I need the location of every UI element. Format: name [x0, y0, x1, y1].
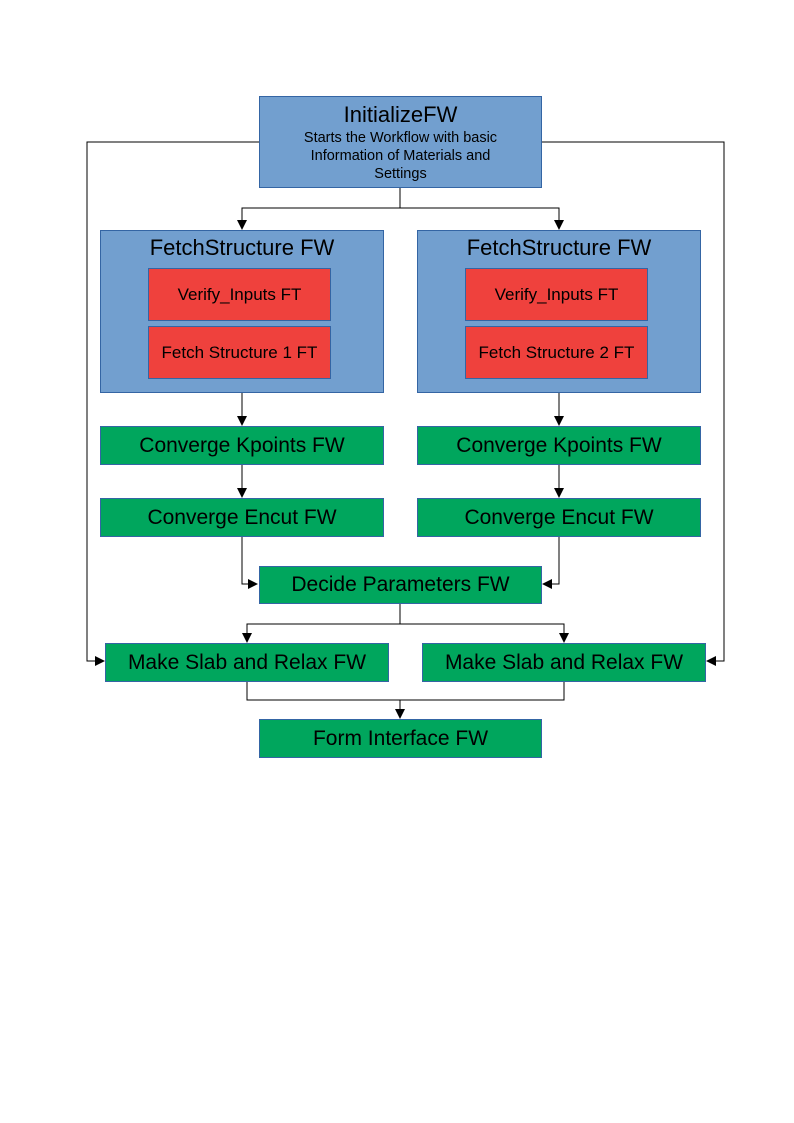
verify-inputs-right-label: Verify_Inputs FT — [494, 284, 619, 304]
form-interface-label: Form Interface FW — [312, 726, 489, 750]
connector-encut-left-to-decide — [241, 537, 258, 589]
make-slab-left-box: Make Slab and Relax FW — [105, 643, 389, 682]
converge-kpoints-left-label: Converge Kpoints FW — [139, 433, 345, 457]
verify-inputs-left-label: Verify_Inputs FT — [177, 284, 302, 304]
connector-decide-to-slab-left — [242, 604, 401, 643]
connector-init-to-slab-left — [86, 141, 259, 666]
verify-inputs-left-box: Verify_Inputs FT — [148, 268, 331, 321]
initialize-fw-title: InitializeFW — [343, 102, 458, 127]
decide-parameters-label: Decide Parameters FW — [291, 573, 510, 596]
connector-init-to-fetch-right — [400, 207, 564, 230]
make-slab-right-box: Make Slab and Relax FW — [422, 643, 706, 682]
make-slab-left-label: Make Slab and Relax FW — [127, 650, 367, 674]
fetch-structure-left-title: FetchStructure FW — [149, 235, 335, 260]
initialize-fw-description: Starts the Workflow with basic Informati… — [303, 130, 498, 182]
connector-slab-right-to-interface — [400, 682, 565, 701]
form-interface-box: Form Interface FW — [259, 719, 542, 758]
converge-encut-left-box: Converge Encut FW — [100, 498, 384, 537]
fetch-structure-1-task-box: Fetch Structure 1 FT — [148, 326, 331, 379]
decide-parameters-box: Decide Parameters FW — [259, 566, 542, 604]
connector-init-to-fetch-left — [237, 188, 401, 230]
converge-encut-left-label: Converge Encut FW — [147, 505, 337, 529]
initialize-fw-box: InitializeFW Starts the Workflow with ba… — [259, 96, 542, 188]
converge-kpoints-right-label: Converge Kpoints FW — [456, 433, 662, 457]
converge-kpoints-left-box: Converge Kpoints FW — [100, 426, 384, 465]
fetch-structure-2-task-box: Fetch Structure 2 FT — [465, 326, 648, 379]
connector-encut-right-to-decide — [542, 537, 560, 589]
converge-encut-right-box: Converge Encut FW — [417, 498, 701, 537]
connector-decide-to-slab-right — [400, 623, 569, 643]
fetch-structure-right-title: FetchStructure FW — [466, 235, 652, 260]
connector-init-to-slab-right — [542, 141, 725, 666]
connector-slab-left-to-interface — [246, 682, 405, 719]
fetch-structure-1-task-label: Fetch Structure 1 FT — [161, 342, 318, 362]
fetch-structure-2-task-label: Fetch Structure 2 FT — [478, 342, 635, 362]
verify-inputs-right-box: Verify_Inputs FT — [465, 268, 648, 321]
converge-kpoints-right-box: Converge Kpoints FW — [417, 426, 701, 465]
make-slab-right-label: Make Slab and Relax FW — [444, 650, 684, 674]
converge-encut-right-label: Converge Encut FW — [464, 505, 654, 529]
